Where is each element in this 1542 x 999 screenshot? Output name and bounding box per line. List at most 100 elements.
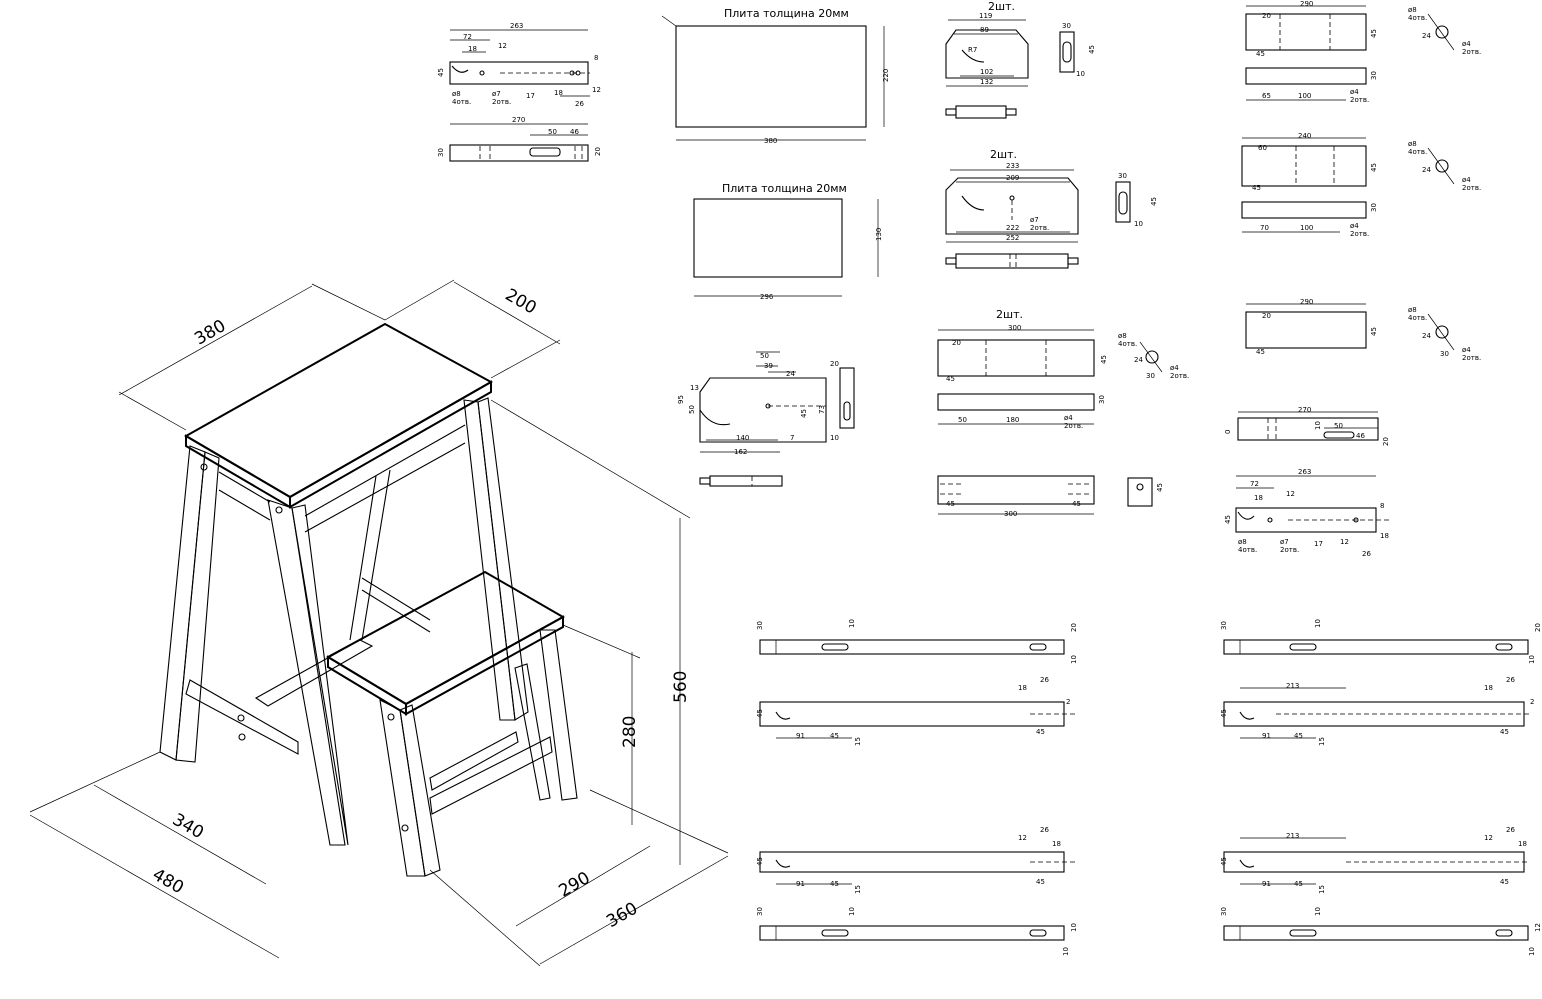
step-g: 7 [790,434,794,442]
legR4-h10: 10 [1314,907,1322,916]
r1-low-h: 30 [1370,71,1378,80]
step-side-b: 10 [830,434,839,442]
rb-bot-a: 72 [1250,480,1259,488]
step-b: 24 [786,370,795,378]
rb-bot-g: 12 [1340,538,1349,546]
det3-b: 24 [1422,332,1431,340]
rb-bot-h: 45 [1224,515,1232,524]
p3-det-b: 24 [1134,356,1143,364]
legR2-c: 15 [1318,737,1326,746]
rb-bot-f: 17 [1314,540,1323,548]
dim-step-height: 280 [620,716,640,748]
p3-plan-c: 45 [1156,483,1164,492]
p1-side-h: 45 [1088,45,1096,54]
legL2-b: 45 [830,732,839,740]
legR4-h12: 12 [1534,923,1542,932]
legL3-a: 91 [796,880,805,888]
rail-bl-h2: 20 [594,147,602,156]
p3-a: 20 [952,339,961,347]
r1-b: 45 [1256,50,1265,58]
legR2-e: 26 [1506,676,1515,684]
det2-b: 24 [1422,166,1431,174]
det1-b: 24 [1422,32,1431,40]
plate-top-width: 380 [764,137,777,145]
legR4-h10c: 10 [1528,947,1536,956]
step-h: 162 [734,448,747,456]
r3-h: 45 [1370,327,1378,336]
rb-top-c: 10 [1314,421,1322,430]
p1-top: 119 [979,12,992,20]
p2-top: 233 [1006,162,1019,170]
legR2-d: 18 [1484,684,1493,692]
rb-top-b: 46 [1356,432,1365,440]
r2-low-b: 100 [1300,224,1313,232]
r1-a: 20 [1262,12,1271,20]
rail-tl-b: 18 [468,45,477,53]
p1-side-t: 10 [1076,70,1085,78]
legR1-h30: 30 [1220,621,1228,630]
legL3-c: 15 [854,885,862,894]
step-f: 140 [736,434,749,442]
legR3-len: 213 [1286,832,1299,840]
rail-bl-h: 30 [437,148,445,157]
legL2-c: 15 [854,737,862,746]
r1-h: 45 [1370,29,1378,38]
legR2-b: 45 [1294,732,1303,740]
r3-b: 45 [1256,348,1265,356]
step-i: 45 [800,409,808,418]
legL1-h10b: 10 [1070,655,1078,664]
p2-side-h: 45 [1150,197,1158,206]
isometric-stool-view: 380 200 560 280 340 480 290 360 [29,279,729,967]
dim-base-width: 360 [603,899,641,933]
p3-plan-len: 300 [1004,510,1017,518]
legR2-b2: 45 [1500,728,1509,736]
rail-tl-g: 18 [554,89,563,97]
rail-tl-e: 8 [594,54,598,62]
rail-bl-b: 46 [570,128,579,136]
p2-side-t: 10 [1134,220,1143,228]
r2-b: 45 [1252,184,1261,192]
rb-top-a: 50 [1334,422,1343,430]
legR3-a: 91 [1262,880,1271,888]
legL4-h30: 30 [756,907,764,916]
rb-top-d: 0 [1224,430,1232,434]
legR4-h30: 30 [1220,907,1228,916]
p1-radius: R7 [968,46,977,54]
dim-top-length: 380 [191,316,229,350]
legR1-h10b: 10 [1528,655,1536,664]
legL2-a: 91 [796,732,805,740]
legR2-a: 91 [1262,732,1271,740]
legL3-d: 18 [1052,840,1061,848]
legL3-b: 45 [830,880,839,888]
rail-detail-right: 270 50 46 10 0 20 263 72 18 12 45 8 17 1… [1224,406,1392,558]
p1-side-w: 30 [1062,22,1071,30]
r3-a: 20 [1262,312,1271,320]
r2-a: 60 [1258,144,1267,152]
p3-len: 300 [1008,324,1021,332]
p3-low-h: 30 [1098,395,1106,404]
p2-mid: 209 [1006,174,1019,182]
rail-tl-a: 72 [463,33,472,41]
legR3-d: 18 [1518,840,1527,848]
step-side-detail: 50 39 24 13 50 95 140 7 162 45 73 20 10 [677,351,855,487]
dim-step-depth: 290 [556,868,594,902]
legR3-g: 12 [1484,834,1493,842]
r2-low-a: 70 [1260,224,1269,232]
legL4-h10: 10 [848,907,856,916]
p3-b: 45 [946,375,955,383]
rail-bl-total: 270 [512,116,525,124]
legR1-h10: 10 [1314,619,1322,628]
